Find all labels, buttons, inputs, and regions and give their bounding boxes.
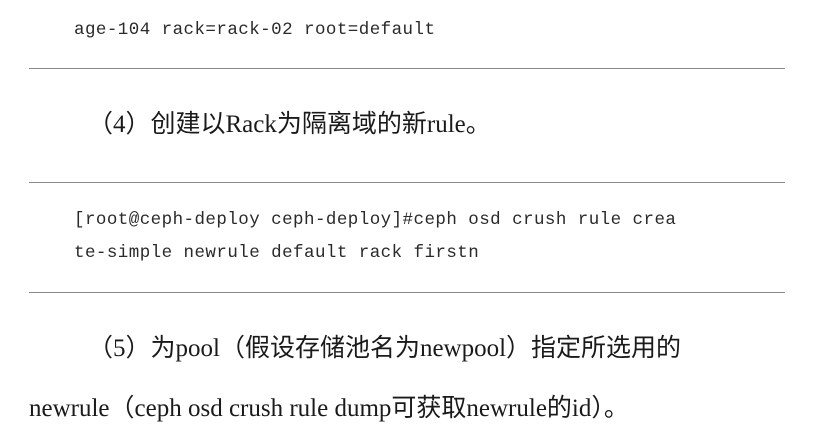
code-block-top-rule <box>29 182 785 183</box>
step-5-paragraph-line-1: （5）为pool（假设存储池名为newpool）指定所选用的 <box>88 335 682 362</box>
code-line: [root@ceph-deploy ceph-deploy]#ceph osd … <box>74 210 677 230</box>
step-4-paragraph: （4）创建以Rack为隔离域的新rule。 <box>88 111 491 138</box>
code-block-bottom-rule <box>29 292 785 293</box>
code-block-bottom-rule <box>29 68 785 69</box>
code-line: age-104 rack=rack-02 root=default <box>74 20 436 40</box>
step-5-paragraph-line-2: newrule（ceph osd crush rule dump可获取newru… <box>29 395 629 422</box>
code-line: te-simple newrule default rack firstn <box>74 243 480 263</box>
